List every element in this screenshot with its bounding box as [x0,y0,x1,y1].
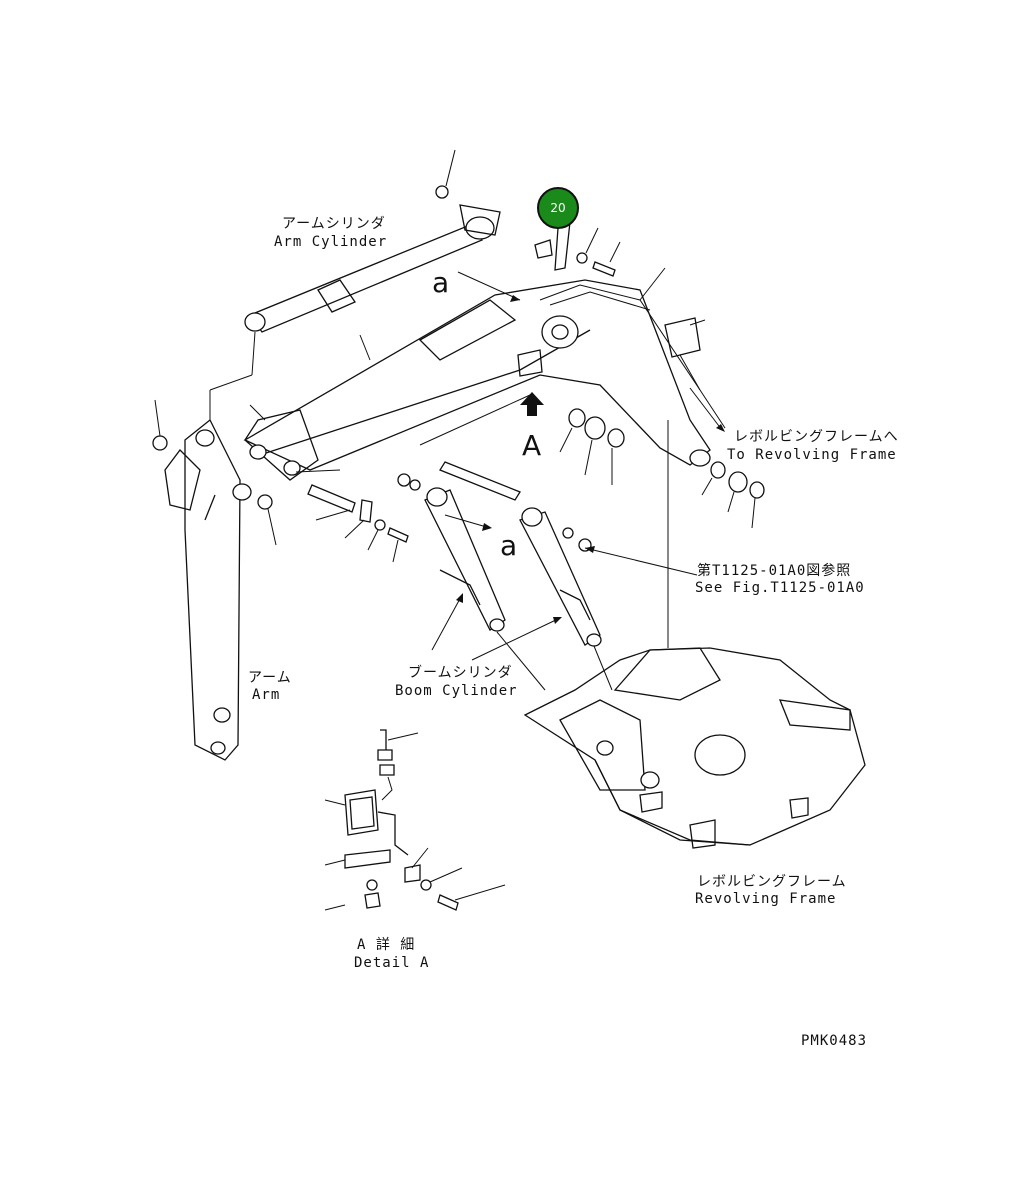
revolving-frame-label-en: Revolving Frame [695,891,836,907]
boom-cylinders-drawing [397,461,602,647]
see-fig-label-en: See Fig.T1125-01A0 [695,580,865,596]
part-callout-20[interactable]: 20 [537,187,579,229]
to-frame-label-en: To Revolving Frame [727,447,897,463]
detail-a-label-jp: A 詳 細 [357,937,415,953]
to-frame-label-jp: レボルビングフレームへ [734,429,899,445]
detail-a-label-en: Detail A [354,955,429,971]
arm-cylinder-label-jp: アームシリンダ [282,216,386,232]
arm-label-jp: アーム [248,670,292,686]
ref-a-upper: a [432,266,449,299]
boom-cylinder-label-en: Boom Cylinder [395,683,518,699]
callout-number[interactable]: 20 [550,201,565,215]
arm-drawing [152,399,277,761]
see-fig-label-jp: 第T1125-01A0図参照 [697,562,851,579]
boom-cylinder-label-jp: ブームシリンダ [408,664,513,681]
arm-cylinder-drawing [209,149,501,420]
revolving-frame-label-jp: レボルビングフレーム [697,874,847,890]
view-a-label: A [522,429,541,462]
revolving-frame-drawing [496,420,866,849]
boom-drawing [243,220,765,529]
arm-label-en: Arm [252,687,280,703]
ref-a-lower: a [500,529,517,562]
arm-cylinder-label-en: Arm Cylinder [274,234,387,250]
figure-code: PMK0483 [801,1033,867,1049]
view-a-arrow [520,392,544,416]
boom-foot-pin-drawing [295,469,409,563]
leader-arrows [431,271,725,661]
detail-a-drawing [324,729,506,911]
callout-badge[interactable] [537,187,579,229]
